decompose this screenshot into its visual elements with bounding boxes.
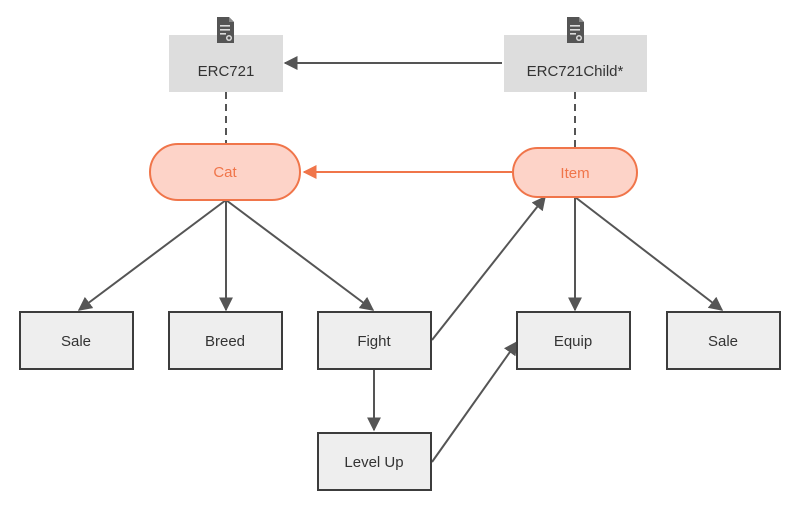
edge-cat-to-sale xyxy=(77,199,227,311)
entity-node-item[interactable]: Item xyxy=(512,147,638,198)
edge-cat-to-fight xyxy=(225,199,375,311)
edge-fight-to-item xyxy=(431,195,546,341)
action-label-fight: Fight xyxy=(357,333,391,350)
contract-certificate-icon xyxy=(217,17,234,43)
action-node-fight[interactable]: Fight xyxy=(317,311,432,370)
action-node-breed[interactable]: Breed xyxy=(168,311,283,370)
action-node-item-sale[interactable]: Sale xyxy=(666,311,781,370)
edge-levelup-to-equip xyxy=(431,340,518,463)
action-label-cat-sale: Sale xyxy=(61,333,91,350)
action-label-breed: Breed xyxy=(205,333,245,350)
entity-label-item: Item xyxy=(560,165,589,182)
entity-label-cat: Cat xyxy=(213,164,237,181)
action-node-cat-sale[interactable]: Sale xyxy=(19,311,134,370)
contract-node-erc721[interactable]: ERC721 xyxy=(169,17,283,92)
edges xyxy=(77,56,724,463)
action-label-level-up: Level Up xyxy=(344,454,403,471)
contract-label-erc721: ERC721 xyxy=(198,63,255,80)
contract-label-erc721child: ERC721Child* xyxy=(527,63,624,80)
action-label-equip: Equip xyxy=(554,333,592,350)
contract-certificate-icon xyxy=(567,17,584,43)
action-node-equip[interactable]: Equip xyxy=(516,311,631,370)
action-node-level-up[interactable]: Level Up xyxy=(317,432,432,491)
contract-node-erc721child[interactable]: ERC721Child* xyxy=(504,17,647,92)
edge-item-to-sale xyxy=(574,196,724,311)
action-label-item-sale: Sale xyxy=(708,333,738,350)
entity-node-cat[interactable]: Cat xyxy=(149,143,301,201)
